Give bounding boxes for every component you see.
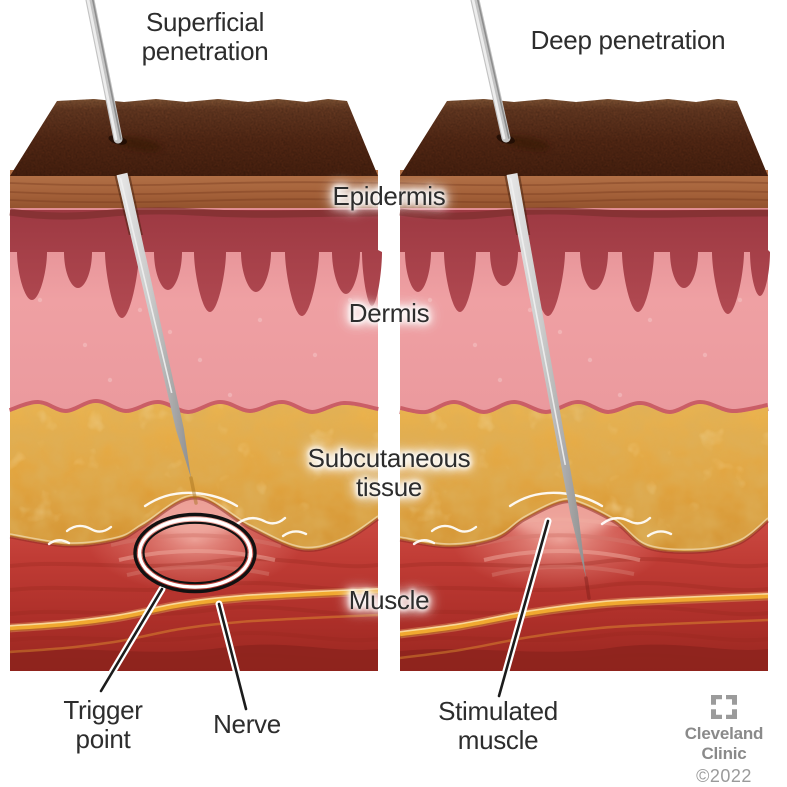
annotation-label-nerve: Nerve xyxy=(213,709,281,739)
credit-org-name-line1: Cleveland xyxy=(684,724,764,743)
needle-shaft-inside xyxy=(506,173,586,578)
panel-title-superficial: Superficial penetration xyxy=(141,7,269,67)
cleveland-clinic-logo-icon xyxy=(711,695,737,719)
skin-block xyxy=(8,0,382,671)
layer-label-epidermis: Epidermis xyxy=(332,181,446,211)
needle-shaft-above xyxy=(470,0,511,143)
trigger-point-circle xyxy=(133,512,257,594)
panel-title-deep: Deep penetration xyxy=(530,25,726,55)
credit-year: ©2022 xyxy=(696,766,752,787)
layer-label-muscle: Muscle xyxy=(348,585,430,615)
layer-label-dermis: Dermis xyxy=(348,298,430,328)
needle-shaft-above xyxy=(85,0,123,144)
annotation-label-trigger-point: Trigger point xyxy=(63,695,143,755)
skin-block xyxy=(399,0,770,671)
cleveland-clinic-credit: Cleveland Clinic ©2022 xyxy=(672,694,776,787)
credit-org-name-line2: Clinic xyxy=(701,743,747,763)
annotation-overlay xyxy=(97,512,552,713)
annotation-label-stimulated-muscle: Stimulated muscle xyxy=(438,696,558,756)
layer-label-subcutaneous-tissue: Subcutaneous tissue xyxy=(307,443,471,503)
needle-shaft-inside xyxy=(116,172,191,479)
